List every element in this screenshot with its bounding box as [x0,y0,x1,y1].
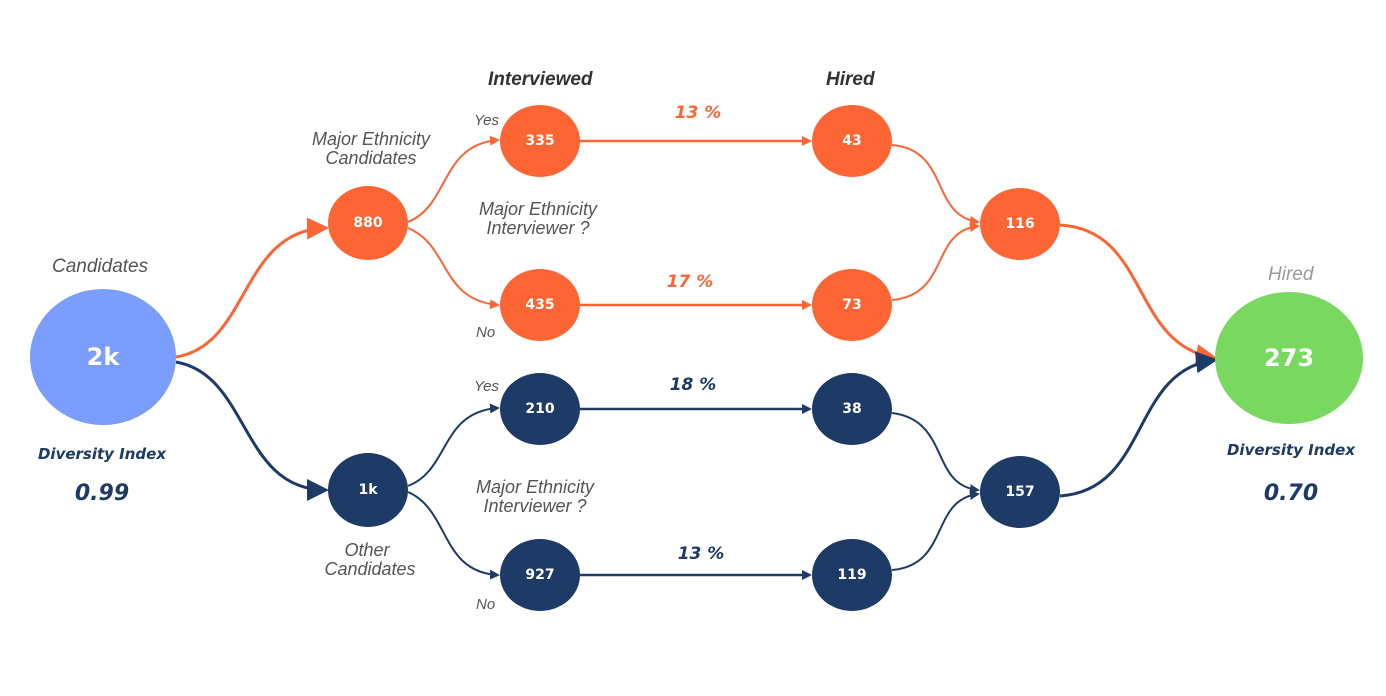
node-hired-total [1215,292,1363,424]
label-interviewer-top-line1: Major Ethnicity [479,199,598,219]
edge-major-to-yes [407,135,500,223]
node-major-no-interviewed [500,269,580,341]
edge-major-to-no [407,227,500,310]
label-major-yes: Yes [474,112,500,129]
edge-43-to-116 [891,144,980,226]
edge-other-to-no [407,491,500,580]
node-other-yes-hired [812,373,892,445]
node-major-hired-total [980,188,1060,260]
node-major [328,186,408,260]
diversity-index-title-right: Diversity Index [1227,441,1356,459]
label-major-no: No [476,324,495,341]
rate-major-yes: 13 % [675,103,722,123]
node-other-no-hired-label: 119 [837,567,866,583]
node-other-no-interviewed-label: 927 [525,567,554,583]
node-other-no-hired [812,539,892,611]
header-interviewed: Interviewed [488,69,593,90]
edge-candidates-to-major [175,217,329,359]
label-hired-final: Hired [1268,264,1315,285]
edge-157-to-273 [1059,351,1218,498]
edge-116-to-273 [1059,223,1218,366]
node-major-no-hired-label: 73 [842,297,861,313]
node-major-hired-total-label: 116 [1005,216,1034,232]
label-candidates: Candidates [52,256,149,277]
nodes: 2k 880 1k 335 435 210 927 43 73 38 119 1… [30,105,1363,611]
label-major-candidates-line1: Major Ethnicity [312,129,431,149]
label-other-candidates-line2: Candidates [324,559,415,579]
node-other-label: 1k [358,482,378,498]
edge-73-to-116 [891,222,980,301]
node-major-label: 880 [353,215,382,231]
label-interviewer-top-line2: Interviewer ? [486,218,589,238]
node-other-hired-total [980,456,1060,528]
node-major-no-interviewed-label: 435 [525,297,554,313]
rate-major-no: 17 % [667,272,714,292]
diversity-index-value-right: 0.70 [1264,481,1318,506]
label-other-no: No [476,596,495,613]
node-candidates-label: 2k [87,343,121,371]
node-other [328,453,408,527]
label-other-yes: Yes [474,378,500,395]
rate-other-no: 13 % [678,544,725,564]
header-hired: Hired [826,69,875,90]
label-interviewer-bottom-line1: Major Ethnicity [476,477,595,497]
diversity-index-title-left: Diversity Index [38,445,167,463]
node-major-yes-hired-label: 43 [842,133,861,149]
edge-38-to-157 [891,412,980,495]
node-other-yes-hired-label: 38 [842,401,861,417]
edges [175,135,1218,580]
node-major-no-hired [812,269,892,341]
edge-candidates-to-other [175,360,329,501]
node-other-yes-interviewed-label: 210 [525,401,554,417]
node-other-hired-total-label: 157 [1005,484,1034,500]
label-interviewer-bottom-line2: Interviewer ? [483,496,586,516]
node-other-no-interviewed [500,539,580,611]
node-candidates [30,289,176,425]
node-other-yes-interviewed [500,373,580,445]
label-other-candidates-line1: Other [344,540,390,560]
node-major-yes-interviewed-label: 335 [525,133,554,149]
edge-119-to-157 [891,490,980,571]
edge-other-to-yes [407,403,500,487]
node-major-yes-hired [812,105,892,177]
label-major-candidates-line2: Candidates [325,148,416,168]
rate-other-yes: 18 % [670,375,717,395]
node-major-yes-interviewed [500,105,580,177]
diversity-index-value-left: 0.99 [75,481,129,506]
node-hired-total-label: 273 [1264,344,1314,372]
